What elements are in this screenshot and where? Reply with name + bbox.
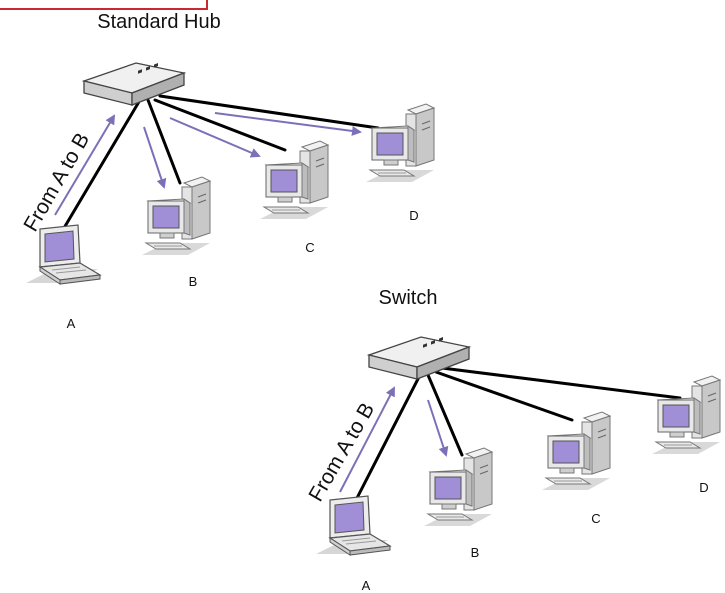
switch-node-label-a: A xyxy=(362,578,371,593)
cable-switch-to-a xyxy=(354,373,422,502)
cable-switch-to-d xyxy=(440,366,682,400)
laptop-icon xyxy=(315,495,391,556)
switch-cables xyxy=(354,366,682,502)
hub-cables xyxy=(62,94,380,230)
arrow-switch-to-b xyxy=(427,399,449,457)
switch-arrows xyxy=(339,386,449,493)
switch-node-label-d: D xyxy=(699,480,708,495)
arrow-a-to-switch xyxy=(339,386,395,493)
desktop-computer-icon xyxy=(141,176,211,256)
hub-node-label-d: D xyxy=(409,208,418,223)
arrow-hub-to-c xyxy=(169,117,261,158)
hub-node-label-a: A xyxy=(67,316,76,331)
desktop-computer-icon xyxy=(541,411,611,491)
hub-node-label-b: B xyxy=(189,274,198,289)
arrow-hub-to-b xyxy=(143,126,167,189)
desktop-computer-icon xyxy=(651,375,721,455)
desktop-computer-icon xyxy=(365,103,435,183)
hub-flow-label: From A to B xyxy=(19,129,94,236)
desktop-computer-icon xyxy=(423,447,493,527)
cable-switch-to-c xyxy=(434,370,574,422)
cable-switch-to-b xyxy=(426,373,464,457)
switch-icon xyxy=(368,336,470,380)
frame-accent xyxy=(0,0,208,10)
cable-hub-to-a xyxy=(62,98,142,230)
switch-node-label-b: B xyxy=(471,545,480,560)
cable-hub-to-d xyxy=(158,94,380,130)
switch-diagram: Switch From A to B A B C D xyxy=(304,287,721,593)
switch-node-label-c: C xyxy=(591,511,600,526)
cable-hub-to-c xyxy=(153,98,287,152)
hub-diagram: Standard Hub From A to B A B C D xyxy=(19,11,435,331)
switch-title: Switch xyxy=(379,287,438,309)
desktop-computer-icon xyxy=(259,140,329,220)
arrow-hub-to-d xyxy=(214,112,362,136)
hub-node-label-c: C xyxy=(305,240,314,255)
hub-arrows xyxy=(54,112,362,216)
cable-hub-to-b xyxy=(146,98,182,185)
arrow-a-to-hub xyxy=(54,114,116,216)
hub-title: Standard Hub xyxy=(97,11,220,33)
